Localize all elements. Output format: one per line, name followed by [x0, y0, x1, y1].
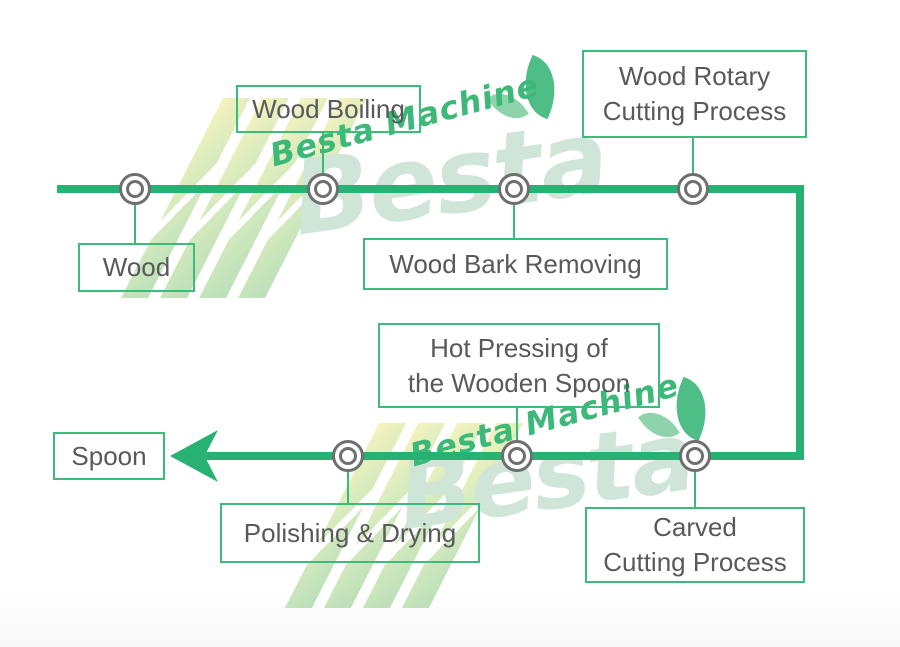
stage-box-spoon: Spoon	[53, 432, 165, 480]
connector-hot-pressing	[516, 407, 518, 441]
stage-label: Wood Boiling	[252, 93, 405, 124]
process-node-wood-bark-removing	[498, 173, 530, 205]
stage-box-wood-boiling: Wood Boiling	[236, 85, 421, 133]
process-node-wood-boiling	[307, 173, 339, 205]
process-node-wood	[119, 173, 151, 205]
stage-label: Cutting Process	[603, 547, 787, 577]
stage-label: Carved	[653, 512, 737, 542]
process-node-polishing-drying	[332, 440, 364, 472]
stage-label: Wood Bark Removing	[389, 248, 642, 279]
connector-wood-bark-removing	[513, 204, 515, 238]
process-node-wood-rotary	[677, 173, 709, 205]
connector-carved-cutting	[694, 471, 696, 507]
stage-label: Hot Pressing of	[430, 332, 608, 363]
stage-label: Polishing & Drying	[243, 517, 457, 548]
stage-box-wood-rotary-cutting: Wood Rotary Cutting Process	[582, 50, 807, 138]
connector-wood	[134, 204, 136, 243]
stage-box-wood: Wood	[78, 243, 195, 292]
leaf-icon	[638, 402, 680, 448]
leaf-icon	[512, 54, 568, 120]
leaf-icon	[487, 83, 529, 129]
connector-polishing-drying	[347, 471, 349, 503]
flow-line-right	[796, 185, 804, 460]
stage-box-carved-cutting: Carved Cutting Process	[585, 507, 805, 583]
stage-label: the Wooden Spoon	[407, 367, 631, 398]
stage-label: Wood	[102, 252, 171, 282]
stage-box-wood-bark-removing: Wood Bark Removing	[363, 238, 668, 290]
flow-line-top	[57, 185, 804, 193]
stage-label: Cutting Process	[602, 96, 787, 126]
process-node-hot-pressing	[501, 440, 533, 472]
stage-box-polishing-drying: Polishing & Drying	[220, 503, 480, 563]
stage-label: Wood Rotary	[618, 61, 771, 91]
connector-wood-boiling	[322, 133, 324, 174]
process-node-carved-cutting	[679, 440, 711, 472]
connector-wood-rotary	[692, 138, 694, 174]
background-fade	[0, 587, 900, 647]
stage-box-hot-pressing: Hot Pressing of the Wooden Spoon	[378, 323, 660, 408]
stage-label: Spoon	[71, 440, 147, 471]
leaf-icon	[663, 376, 719, 442]
